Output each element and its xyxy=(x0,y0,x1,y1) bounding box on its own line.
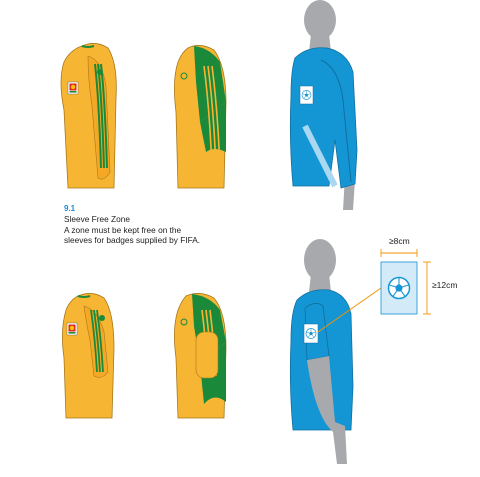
badge-pointer-line xyxy=(317,287,382,333)
referee-mannequin-bottom xyxy=(289,239,431,464)
referee-mannequin-top xyxy=(289,0,358,210)
badge-width-label: ≥8cm xyxy=(389,236,410,246)
fifa-ball-badge-icon xyxy=(305,328,317,339)
jersey-side-view-bottom xyxy=(62,293,115,419)
section-caption: 9.1 Sleeve Free Zone A zone must be kept… xyxy=(64,203,254,246)
section-title: Sleeve Free Zone xyxy=(64,214,130,224)
section-body-line-2: sleeves for badges supplied by FIFA. xyxy=(64,235,201,245)
jersey-back-side-view-top xyxy=(174,45,227,189)
fifa-emblem-icon xyxy=(67,81,79,95)
section-number: 9.1 xyxy=(64,204,76,213)
section-body-line-1: A zone must be kept free on the xyxy=(64,224,182,235)
fifa-emblem-icon xyxy=(66,322,78,336)
jersey-back-side-view-bottom xyxy=(174,293,227,419)
fifa-ball-large-icon xyxy=(387,276,411,300)
jersey-side-view-top xyxy=(60,43,117,189)
badge-height-label: ≥12cm xyxy=(432,280,458,290)
fifa-ball-badge-icon xyxy=(301,90,312,100)
